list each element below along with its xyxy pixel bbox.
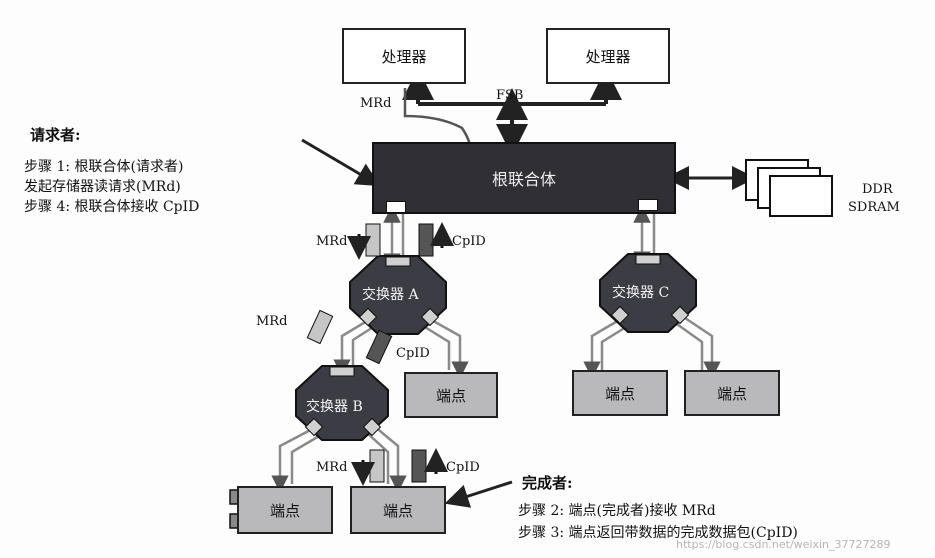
processor-right-label: 处理器: [585, 47, 631, 66]
root-port-left: [386, 201, 406, 213]
pcie-links: [271, 205, 721, 493]
sdram-label: SDRAM: [848, 200, 900, 215]
cpld-packet-bottom: [411, 449, 427, 483]
endpoint-b-left: 端点: [237, 486, 333, 534]
root-complex-label: 根联合体: [491, 170, 556, 189]
requester-step1-cont: 发起存储器读请求(MRd): [24, 179, 181, 195]
endpoint-c-right-label: 端点: [716, 384, 747, 403]
switch-b-label: 交换器 B: [306, 399, 363, 415]
root-port-right: [638, 199, 658, 211]
cpld-mid-label: CpID: [396, 346, 430, 361]
ddr-sdram-stack: [745, 159, 833, 217]
endpoint-b-left-label: 端点: [269, 501, 300, 520]
completer-step2: 步骤 2: 端点(完成者)接收 MRd: [518, 503, 716, 519]
endpoint-c-left: 端点: [572, 370, 668, 416]
mrd-bottom-label: MRd: [316, 460, 348, 475]
switch-b-shape: [295, 365, 389, 441]
fsb-bus: [402, 68, 622, 156]
mrd-packet-bottom: [369, 449, 385, 483]
completer-pointer-arrow: [444, 480, 513, 508]
ddr-label: DDR: [862, 182, 893, 197]
endpoint-b-right-label: 端点: [382, 501, 413, 520]
requester-step1: 步骤 1: 根联合体(请求者): [24, 159, 184, 175]
packet-direction-arrows: [347, 222, 454, 486]
mrd-packet-mid: [306, 309, 334, 345]
watermark-text: https://blog.csdn.net/weixin_37727289: [676, 538, 891, 551]
requester-step4: 步骤 4: 根联合体接收 CpID: [24, 199, 200, 215]
processor-right-box: 处理器: [546, 28, 670, 84]
mrd-mid-label: MRd: [256, 314, 288, 329]
endpoint-a-right: 端点: [404, 372, 498, 418]
completer-title: 完成者:: [522, 474, 573, 492]
completer-step3: 步骤 3: 端点返回带数据的完成数据包(CpID): [518, 525, 798, 541]
switch-ports: [304, 254, 690, 437]
switch-c-label: 交换器 C: [612, 285, 670, 301]
requester-title: 请求者:: [30, 126, 81, 144]
mrd-packet-root: [365, 223, 381, 257]
mrd-top-label: MRd: [360, 96, 392, 111]
cpld-bottom-label: CpID: [446, 460, 480, 475]
processor-left-box: 处理器: [342, 28, 466, 84]
switch-a-label: 交换器 A: [362, 287, 419, 303]
endpoint-b-right: 端点: [350, 486, 446, 534]
root-complex-box: 根联合体: [372, 142, 676, 214]
cpld-packet-mid: [365, 329, 393, 365]
endpoint-c-right: 端点: [684, 370, 780, 416]
mrd-root-label: MRd: [316, 234, 348, 249]
processor-left-label: 处理器: [381, 47, 427, 66]
cpld-root-label: CpID: [452, 234, 486, 249]
cpld-packet-root: [418, 223, 434, 257]
fsb-label: FSB: [496, 88, 524, 103]
requester-pointer-arrow: [301, 138, 381, 187]
endpoint-c-left-label: 端点: [604, 384, 635, 403]
endpoint-a-right-label: 端点: [435, 386, 466, 405]
